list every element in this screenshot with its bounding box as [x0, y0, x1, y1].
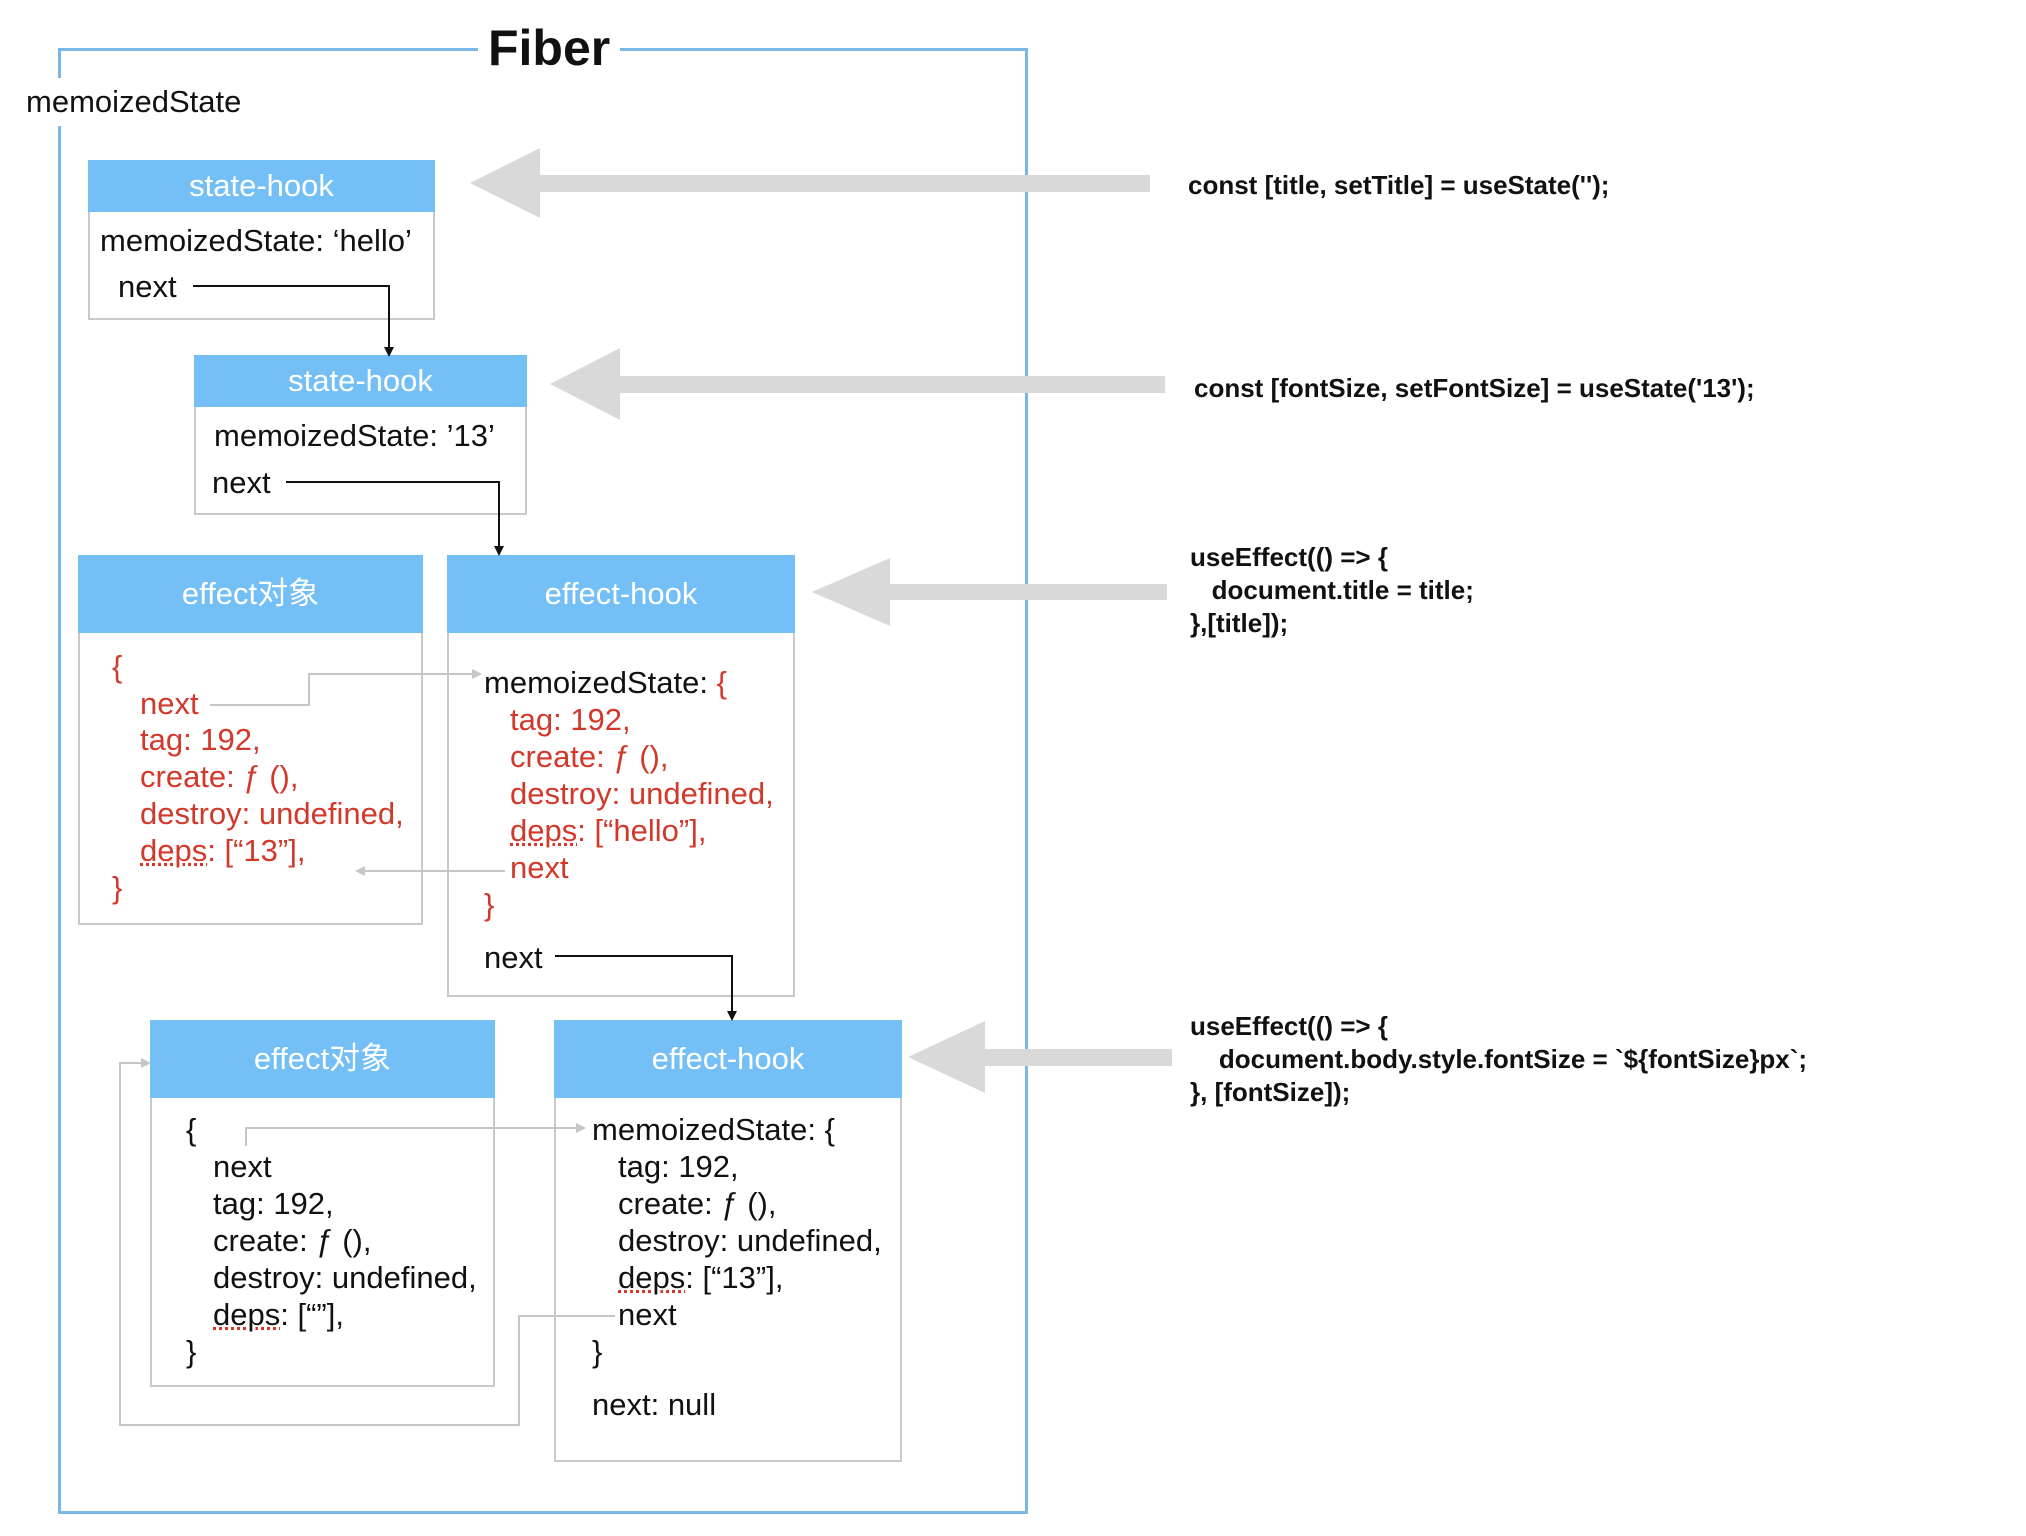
code-useeffect-fontsize-line1: useEffect(() => {	[1190, 1011, 1388, 1041]
effect-hook-2-destroy: destroy: undefined,	[618, 1223, 882, 1258]
code-useeffect-title-line2: document.title = title;	[1190, 575, 1474, 605]
effect-hook-1-close: }	[484, 887, 495, 922]
deps-key: deps	[510, 813, 578, 848]
effect-hook-2-header: effect-hook	[554, 1020, 902, 1098]
effect-object-2-tag: tag: 192,	[213, 1186, 334, 1221]
effect-hook-1-next: next	[484, 940, 543, 975]
fiber-memoized-state-label: memoizedState	[18, 78, 250, 126]
effect-object-1-tag: tag: 192,	[140, 722, 261, 757]
code-useeffect-fontsize-line3: }, [fontSize]);	[1190, 1077, 1351, 1107]
effect-object-1-destroy: destroy: undefined,	[140, 796, 404, 831]
effect-object-2-next: next	[213, 1149, 272, 1184]
deps-value: : [“”],	[280, 1297, 344, 1332]
fiber-title: Fiber	[478, 14, 621, 82]
deps-value: : [“13”],	[207, 833, 306, 868]
effect-object-2-destroy: destroy: undefined,	[213, 1260, 477, 1295]
code-usestate-fontsize: const [fontSize, setFontSize] = useState…	[1194, 373, 1755, 403]
deps-key: deps	[213, 1297, 281, 1332]
deps-value: : [“13”],	[685, 1260, 784, 1295]
effect-hook-2-deps: deps: [“13”],	[618, 1259, 783, 1296]
state-hook-1-header: state-hook	[88, 160, 435, 212]
effect-hook-1-create: create: ƒ (),	[510, 739, 669, 774]
effect-object-2-open: {	[186, 1112, 197, 1147]
effect-hook-2-tag: tag: 192,	[618, 1149, 739, 1184]
effect-object-2-deps: deps: [“”],	[213, 1296, 344, 1333]
effect-hook-2-create: create: ƒ (),	[618, 1186, 777, 1221]
effect-object-2-create: create: ƒ (),	[213, 1223, 372, 1258]
code-usestate-title: const [title, setTitle] = useState('');	[1188, 170, 1610, 200]
effect-object-1-deps: deps: [“13”],	[140, 832, 305, 869]
effect-hook-2-next: next: null	[592, 1387, 717, 1422]
effect-hook-1-inner-next: next	[510, 850, 569, 885]
effect-hook-1-tag: tag: 192,	[510, 702, 631, 737]
effect-object-1-close: }	[112, 870, 123, 905]
state-hook-2-header: state-hook	[194, 355, 527, 407]
memoized-label: memoizedState:	[484, 665, 708, 700]
effect-object-1-header: effect对象	[78, 555, 423, 633]
effect-hook-1-memoized: memoizedState: {	[484, 664, 727, 701]
effect-object-2-header: effect对象	[150, 1020, 495, 1098]
effect-hook-2-memoized: memoizedState: {	[592, 1112, 835, 1147]
effect-hook-1-deps: deps: [“hello”],	[510, 812, 706, 849]
code-useeffect-title-line1: useEffect(() => {	[1190, 542, 1388, 572]
state-hook-2-next: next	[212, 465, 271, 500]
effect-object-1-create: create: ƒ (),	[140, 759, 299, 794]
effect-object-2-close: }	[186, 1334, 197, 1369]
deps-value: : [“hello”],	[577, 813, 707, 848]
state-hook-1-next: next	[118, 269, 177, 304]
deps-key: deps	[618, 1260, 686, 1295]
code-useeffect-fontsize-line2: document.body.style.fontSize = `${fontSi…	[1190, 1044, 1808, 1074]
effect-hook-1-destroy: destroy: undefined,	[510, 776, 774, 811]
effect-hook-1-header: effect-hook	[447, 555, 795, 633]
effect-hook-2-inner-next: next	[618, 1297, 677, 1332]
effect-hook-2-close: }	[592, 1334, 603, 1369]
memoized-open-brace: {	[716, 665, 727, 700]
deps-key: deps	[140, 833, 208, 868]
effect-object-1-open: {	[112, 649, 123, 684]
code-useeffect-title-line3: },[title]);	[1190, 608, 1289, 638]
state-hook-1-memoized: memoizedState: ‘hello’	[100, 223, 412, 258]
state-hook-2-memoized: memoizedState: ’13’	[214, 418, 495, 453]
effect-object-1-next: next	[140, 686, 199, 721]
